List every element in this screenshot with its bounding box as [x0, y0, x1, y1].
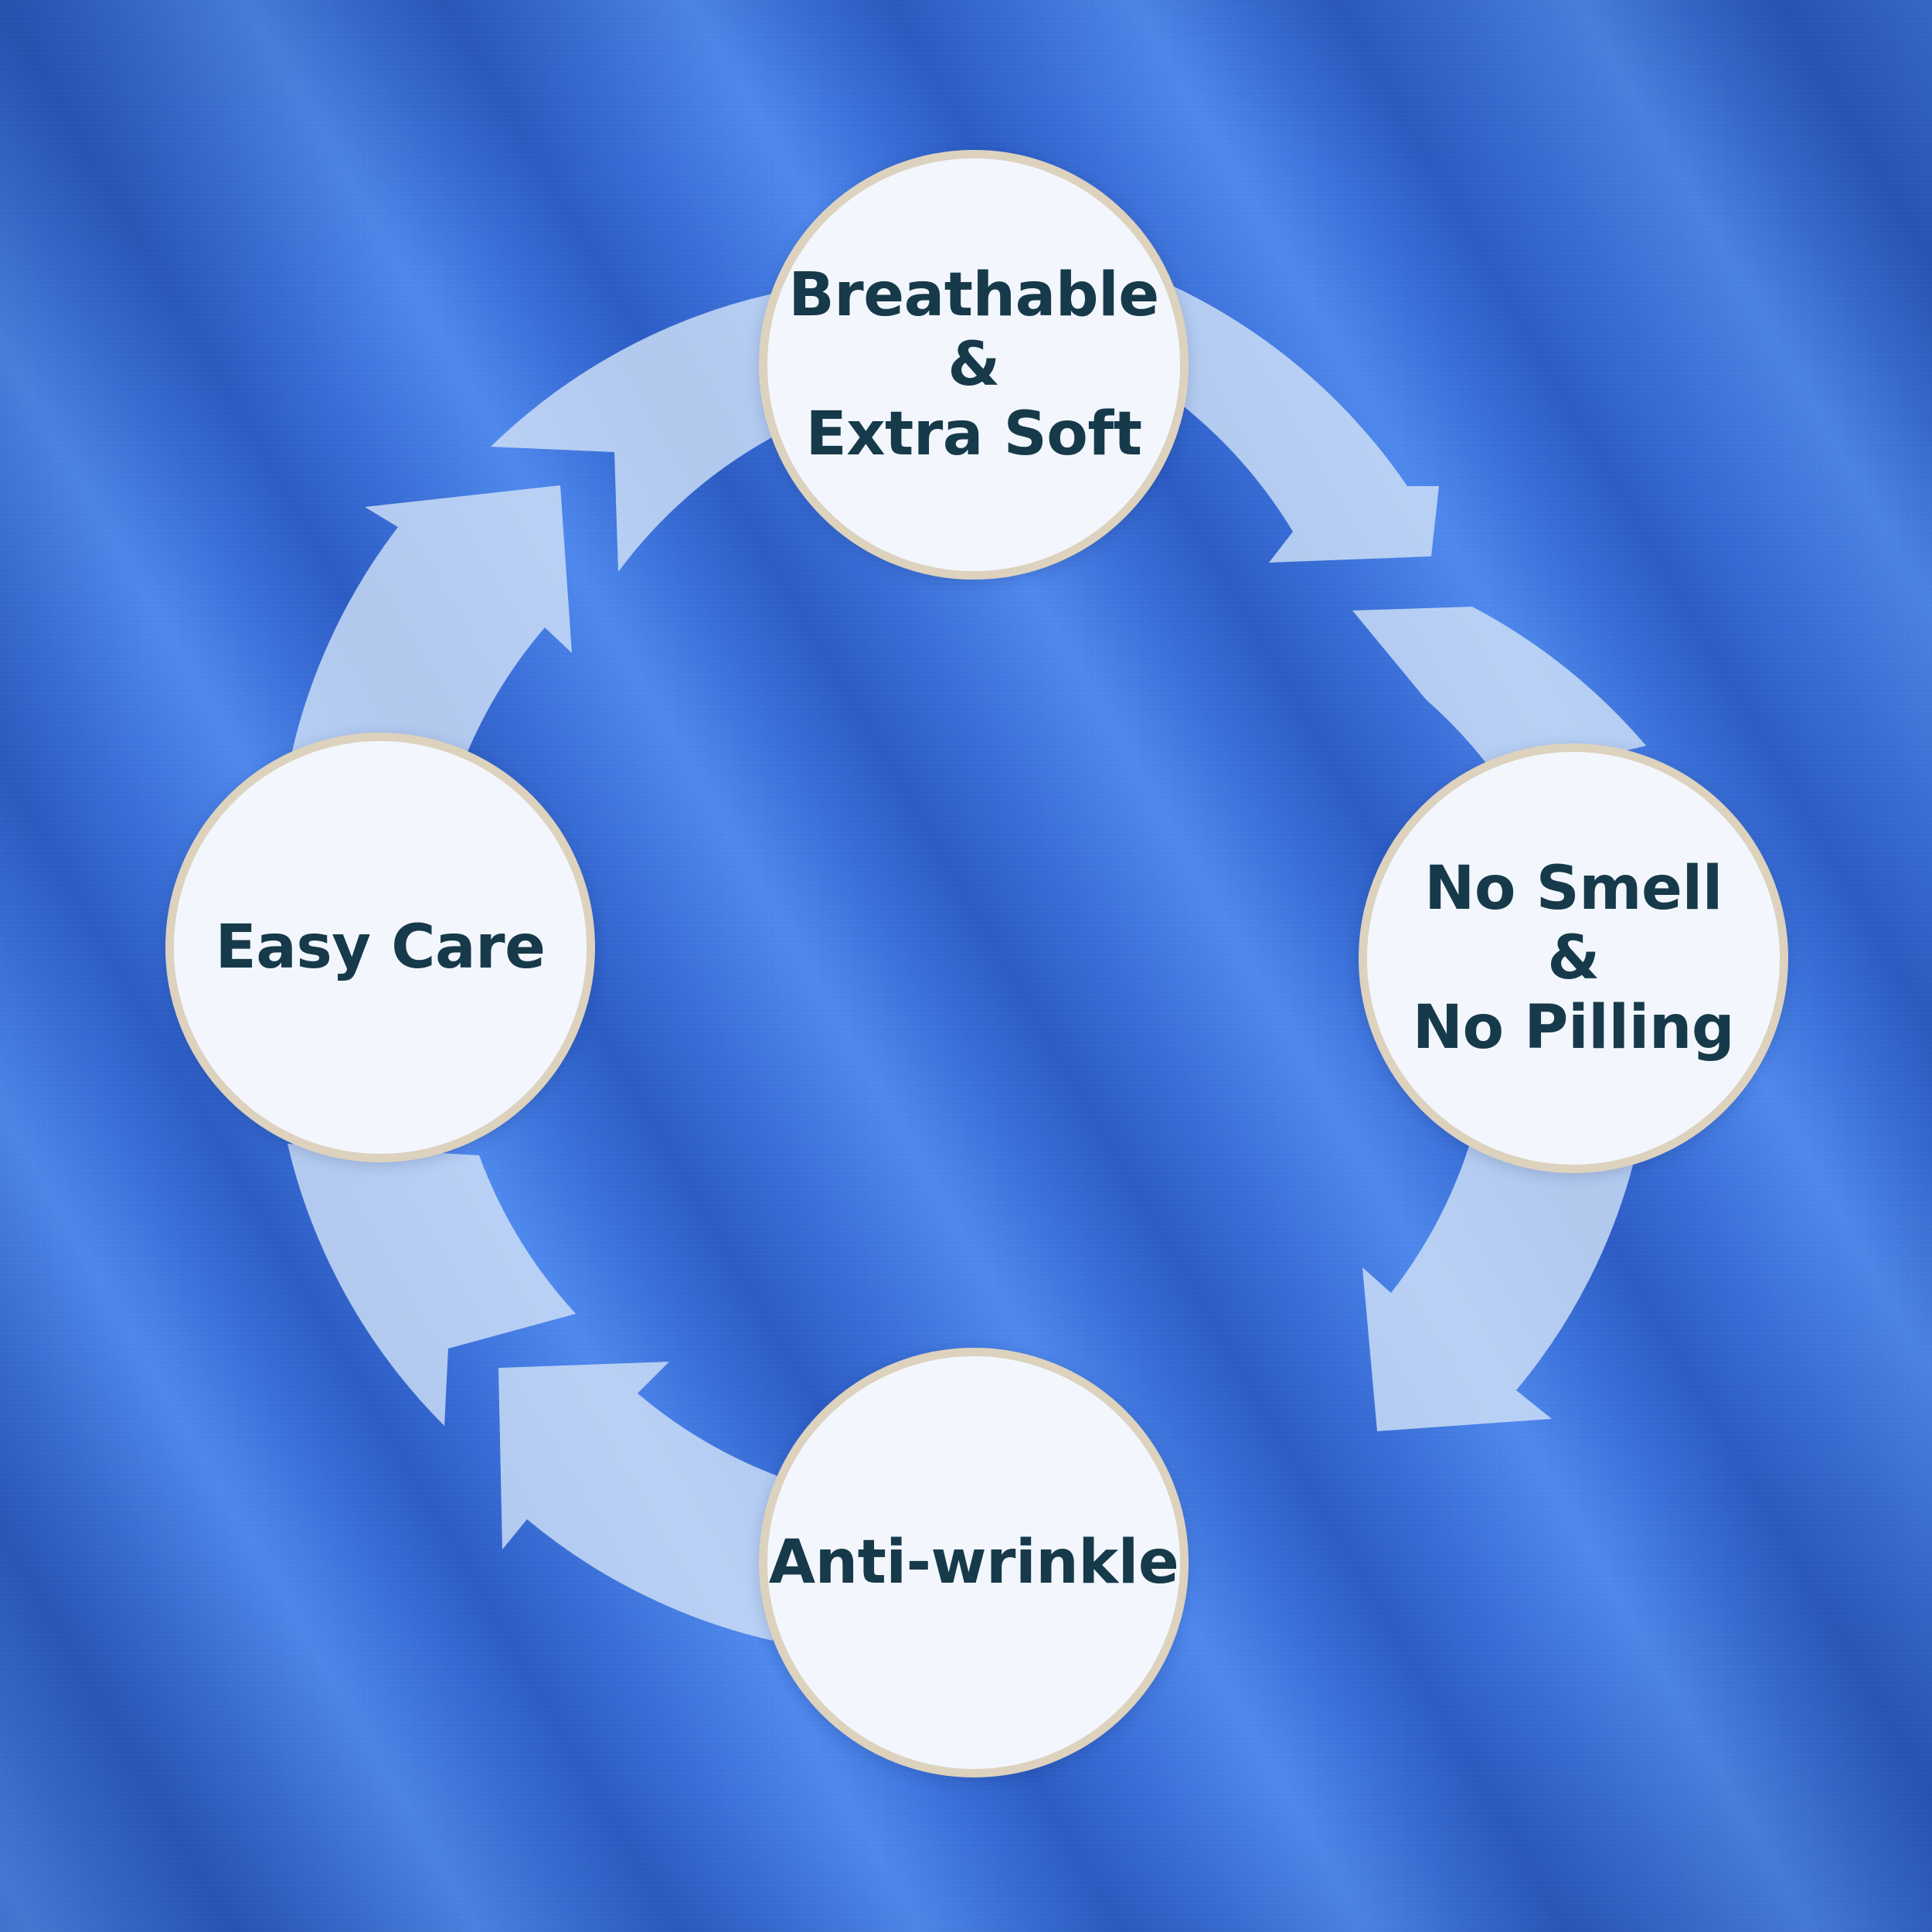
feature-text-line: Extra Soft — [805, 400, 1142, 469]
feature-text-line: & — [1547, 923, 1600, 993]
feature-circle-breathable: Breathable & Extra Soft — [759, 150, 1189, 580]
feature-text-line: Breathable — [788, 260, 1159, 330]
curved-arrow-icon — [287, 485, 572, 811]
curved-arrow-icon — [498, 1362, 788, 1641]
feature-text-line: Anti-wrinkle — [768, 1528, 1179, 1597]
curved-arrow-icon — [491, 294, 781, 572]
feature-text-line: No Smell — [1424, 854, 1723, 923]
feature-circle-anti-wrinkle: Anti-wrinkle — [759, 1348, 1189, 1777]
curved-arrow-icon — [1121, 280, 1439, 563]
curved-arrow-icon — [1352, 607, 1646, 781]
feature-text-line: Easy Care — [215, 913, 546, 982]
feature-text-line: No Pilling — [1412, 993, 1735, 1063]
curved-arrow-icon — [287, 1144, 576, 1426]
curved-arrow-icon — [1362, 1136, 1634, 1431]
feature-text-line: & — [947, 330, 1000, 400]
feature-circle-no-smell: No Smell & No Pilling — [1359, 743, 1788, 1173]
feature-circle-easy-care: Easy Care — [165, 733, 595, 1162]
